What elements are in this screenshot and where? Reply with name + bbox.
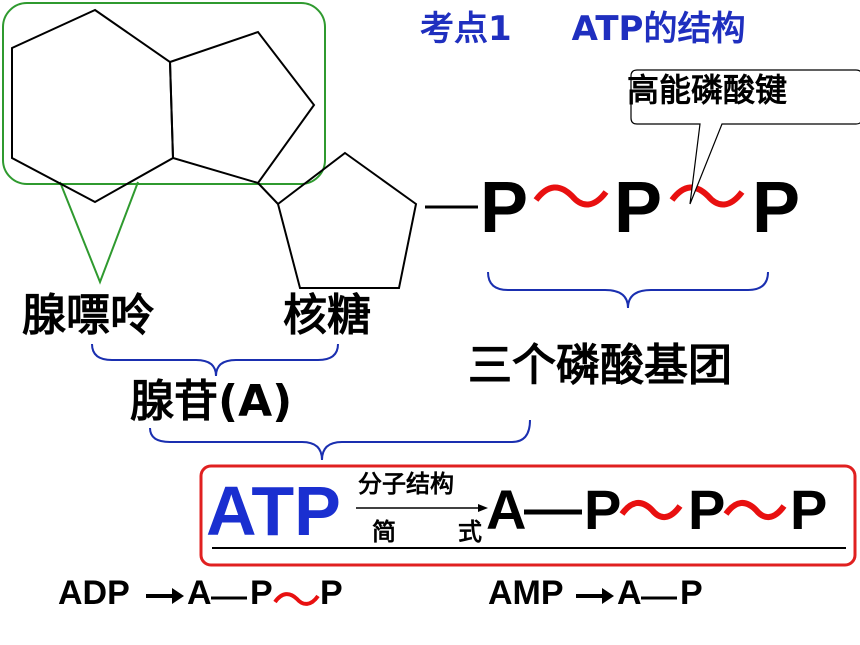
high-energy-bond-1 <box>533 184 609 208</box>
arrow-bottom-left: 简 <box>372 518 396 546</box>
phosphate-1: P <box>480 168 529 248</box>
high-energy-bond-2 <box>669 184 745 208</box>
formula-p2: P <box>688 478 726 541</box>
adenosine-brace <box>91 343 339 377</box>
adenosine-label: 腺苷(A) <box>130 376 293 427</box>
adp-a: A <box>187 574 212 612</box>
glycosidic-bond <box>257 182 279 205</box>
adp-name: ADP <box>58 574 130 612</box>
formula-p3: P <box>790 478 828 541</box>
amp-name: AMP <box>488 574 564 612</box>
formula-bond-2 <box>723 500 787 520</box>
summary-box <box>199 464 857 567</box>
formula-p1: P <box>584 478 622 541</box>
phosphates-brace <box>487 271 769 309</box>
callout-box <box>630 69 860 205</box>
atp-brace <box>149 419 531 461</box>
adp-bond <box>273 592 320 606</box>
title-main: ATP的结构 <box>571 9 746 49</box>
adenine-pointer <box>59 181 139 285</box>
formula-bond-1 <box>619 500 683 520</box>
ribose-label: 核糖 <box>283 290 371 341</box>
adenine-hexagon <box>11 8 175 204</box>
formula-a: A <box>486 478 527 541</box>
title-prefix: 考点1 <box>420 9 512 49</box>
adp-arrow-head <box>172 588 184 604</box>
arrow-top-label: 分子结构 <box>358 470 454 498</box>
atp-label: ATP <box>206 472 341 550</box>
three-phosphates-label: 三个磷酸基团 <box>468 340 732 391</box>
phosphate-2: P <box>614 168 663 248</box>
adenine-pentagon <box>168 30 316 185</box>
phosphate-3: P <box>752 168 801 248</box>
adp-p2: P <box>320 574 343 612</box>
structure-arrow-head <box>478 504 488 512</box>
amp-arrow-head <box>602 588 614 604</box>
adp-p1: P <box>250 574 273 612</box>
arrow-bottom-right: 式 <box>458 518 482 546</box>
amp-p1: P <box>680 574 703 612</box>
callout-label: 高能磷酸键 <box>627 71 788 109</box>
amp-a: A <box>617 574 642 612</box>
adenine-highlight-box <box>2 2 326 185</box>
adenine-label: 腺嘌呤 <box>22 290 154 341</box>
ribose-pentagon <box>276 151 418 289</box>
page-title: 考点1 ATP的结构 <box>420 12 745 46</box>
